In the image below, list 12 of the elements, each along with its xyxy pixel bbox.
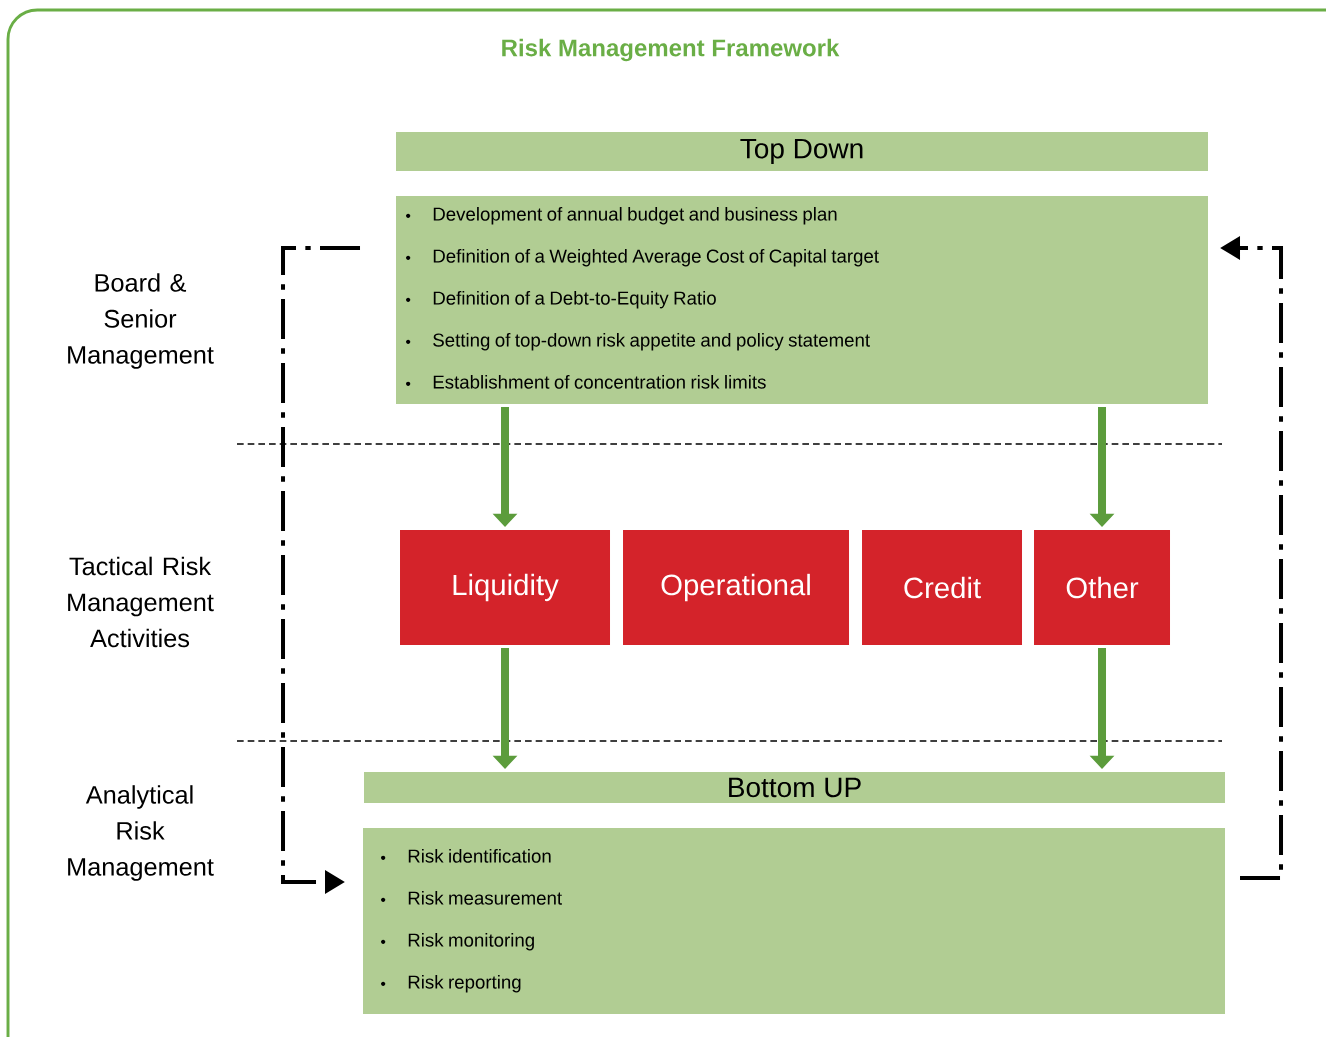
risk-category-box: Liquidity: [400, 530, 610, 645]
side-label: Tactical Risk Management Activities: [68, 556, 214, 648]
side-label: Board & Senior Management: [68, 273, 214, 369]
risk-category-box: Operational: [623, 530, 849, 645]
title: Risk Management Framework: [502, 38, 840, 62]
header-band: Top Down: [396, 132, 1208, 171]
header-band: Bottom UP: [364, 772, 1225, 803]
bullet-list-box: Risk identification Risk measurement Risk monitoring Risk reporting: [363, 828, 1225, 1014]
risk-category-box: Other: [1034, 530, 1170, 645]
risk-category-box: Credit: [862, 530, 1022, 645]
bullet-list-box: Development of annual budget and business plan Definition of a Weighted Average Cost of Capital target Definition of a Debt-to-Equity Ratio Setting of top-down risk appetite and policy statement Establishment of concentration risk limits: [396, 196, 1208, 404]
side-label: Analytical Risk Management: [68, 785, 214, 881]
